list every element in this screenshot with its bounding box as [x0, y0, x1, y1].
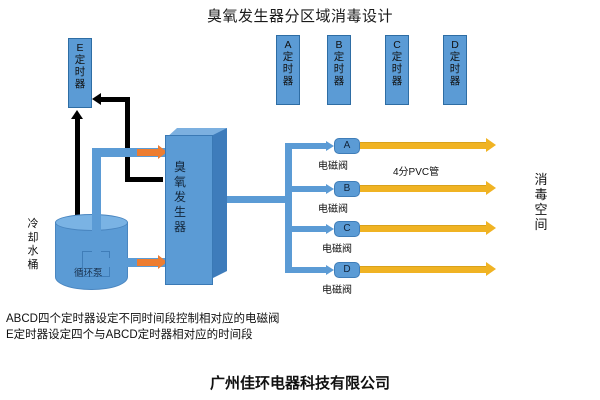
timer-e-char-1: 定 — [74, 54, 86, 66]
coolant-return-arrow-head — [158, 145, 167, 159]
wire-to-generator-terminal — [125, 177, 163, 182]
ozone-generator-top-face — [165, 128, 227, 139]
ozone-generator-front-face — [165, 135, 213, 285]
timer-b-id: B — [335, 39, 343, 51]
ozone-generator-label: 臭 氧 发 生 器 — [173, 160, 186, 234]
solenoid-valve-b-label: 电磁阀 — [318, 204, 348, 215]
wire-e-to-generator-vertical — [125, 97, 130, 182]
ozone-branch-pipe-b — [285, 186, 328, 192]
timer-box-c[interactable]: C 定时器 — [385, 35, 409, 105]
timer-c-id: C — [393, 39, 401, 51]
coolant-feed-arrow-shaft — [137, 259, 159, 266]
timer-box-b[interactable]: B 定时器 — [327, 35, 351, 105]
timer-a-id: A — [284, 39, 292, 51]
wire-arrow-into-e-timer-bottom — [71, 110, 83, 119]
disinfection-space-label: 消 毒 空 间 — [534, 172, 548, 232]
ozone-branch-arrow-b — [326, 184, 334, 194]
ozone-branch-pipe-c — [285, 226, 328, 232]
solenoid-valve-c[interactable]: C — [334, 221, 360, 237]
pvc-pipe-c — [360, 225, 488, 232]
ozone-manifold-riser — [285, 143, 292, 273]
company-name: 广州佳环电器科技有限公司 — [209, 375, 390, 392]
solenoid-valve-b[interactable]: B — [334, 181, 360, 197]
pvc-pipe-d — [360, 266, 488, 273]
coolant-return-pipe-horizontal — [92, 148, 167, 157]
solenoid-valve-c-id: C — [343, 223, 351, 234]
ozone-output-trunk-pipe — [227, 196, 289, 203]
timer-e-id: E — [76, 42, 84, 54]
solenoid-valve-a[interactable]: A — [334, 138, 360, 154]
timer-box-a[interactable]: A 定时器 — [276, 35, 300, 105]
pvc-pipe-b — [360, 185, 488, 192]
coolant-feed-arrow-head — [158, 255, 167, 269]
coolant-return-arrow-shaft — [137, 149, 159, 156]
coolant-return-pipe-vertical — [92, 148, 101, 256]
wire-pump-to-e-vertical — [75, 118, 80, 270]
cooling-bucket-label: 冷 却 水 桶 — [27, 218, 39, 271]
wire-arrow-into-e-timer — [92, 93, 101, 105]
solenoid-valve-c-label: 电磁阀 — [322, 244, 352, 255]
circulation-pump-label: 循环泵 — [74, 268, 103, 279]
solenoid-valve-a-label: 电磁阀 — [318, 161, 348, 172]
notes-block: ABCD四个定时器设定不同时间段控制相对应的电磁阀 E定时器设定四个与ABCD定… — [6, 311, 406, 343]
pvc-pipe-b-arrow — [486, 181, 496, 195]
pvc-pipe-c-arrow — [486, 221, 496, 235]
pvc-pipe-d-arrow — [486, 262, 496, 276]
pvc-pipe-a — [360, 142, 488, 149]
solenoid-valve-a-id: A — [343, 140, 351, 151]
solenoid-valve-d-id: D — [343, 264, 351, 275]
ozone-branch-pipe-d — [285, 267, 328, 273]
ozone-branch-pipe-a — [285, 143, 328, 149]
page-title: 臭氧发生器分区域消毒设计 — [206, 8, 393, 25]
solenoid-valve-b-id: B — [343, 183, 351, 194]
ozone-branch-arrow-c — [326, 224, 334, 234]
ozone-branch-arrow-d — [326, 265, 334, 275]
solenoid-valve-d[interactable]: D — [334, 262, 360, 278]
timer-box-e[interactable]: E 定 时 器 — [68, 38, 92, 108]
wire-e-to-generator-horizontal-top — [100, 97, 130, 102]
timer-d-id: D — [451, 39, 459, 51]
pvc-pipe-spec-label: 4分PVC管 — [393, 167, 440, 178]
solenoid-valve-d-label: 电磁阀 — [322, 285, 352, 296]
timer-box-d[interactable]: D 定时器 — [443, 35, 467, 105]
timer-e-char-2: 时 — [74, 66, 86, 78]
note-line-2: E定时器设定四个与ABCD定时器相对应的时间段 — [6, 329, 253, 341]
ozone-branch-arrow-a — [326, 141, 334, 151]
note-line-1: ABCD四个定时器设定不同时间段控制相对应的电磁阀 — [6, 313, 280, 325]
pvc-pipe-a-arrow — [486, 138, 496, 152]
timer-e-char-3: 器 — [74, 78, 86, 90]
ozone-generator-side-face — [213, 128, 227, 278]
cooling-water-bucket-rim — [55, 214, 128, 231]
